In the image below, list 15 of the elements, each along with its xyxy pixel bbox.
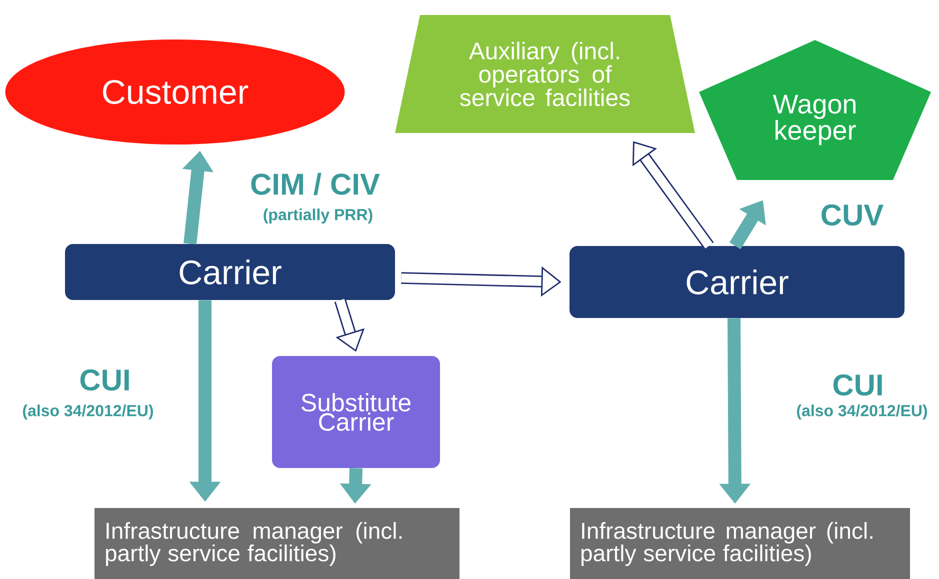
block-arrow <box>632 141 714 250</box>
edge-label: CUI <box>80 369 129 391</box>
substitute-box: Substitute Carrier <box>272 356 440 468</box>
infrastructure-box: Infrastructure manager (incl. partly service facilities) <box>94 508 460 579</box>
pentagon-box: Wagon keeper <box>699 40 931 180</box>
note-label: (also 34/2012/EU) <box>797 404 927 420</box>
edge-label: CUV <box>822 204 884 226</box>
note-label: (partially PRR) <box>264 208 372 224</box>
carrier-box: Carrier <box>65 244 395 300</box>
note-label: (also 34/2012/EU) <box>23 404 153 420</box>
carrier-box: Carrier <box>570 246 904 318</box>
trapezoid-box: Auxiliary (incl. operators of service facilities <box>395 15 695 133</box>
edge-label: CUI <box>833 374 882 396</box>
infrastructure-box: Infrastructure manager (incl. partly service facilities) <box>570 508 910 579</box>
edge-label: CIM / CIV <box>251 172 380 196</box>
